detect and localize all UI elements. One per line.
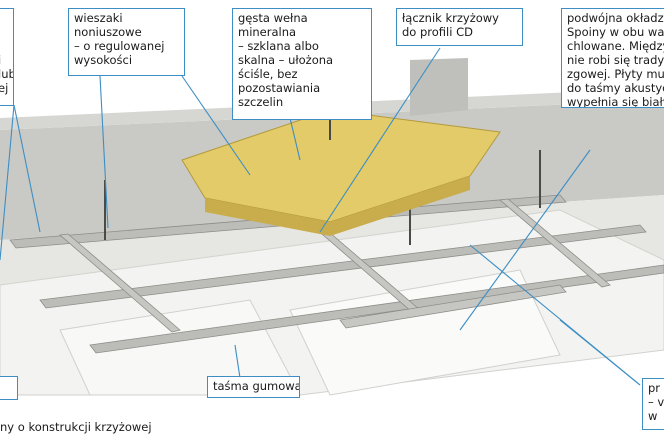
callout-line: pr xyxy=(648,381,661,395)
callout-rubber-tape: taśma gumowa xyxy=(207,376,300,398)
callout-line: zgowej. Płyty musz xyxy=(567,67,664,81)
callout-line: do profili CD xyxy=(402,25,473,39)
callout-line: wysokości xyxy=(74,53,133,67)
cross-profiles xyxy=(59,198,611,333)
callout-line: szczelin xyxy=(238,95,284,109)
callout-line: do taśmy akustycz xyxy=(567,81,664,95)
callout-line: – o regulowanej xyxy=(74,39,165,53)
callout-hangers: wieszaki noniuszowe – o regulowanej wyso… xyxy=(68,8,185,76)
callout-line: Spoiny w obu wars xyxy=(567,25,664,39)
figure-caption: ny o konstrukcji krzyżowej xyxy=(0,420,152,434)
leader-line xyxy=(459,149,591,331)
callout-line: łącznik krzyżowy xyxy=(402,11,499,25)
callout-line: – v xyxy=(648,395,664,409)
mineral-wool-side xyxy=(205,176,470,236)
callout-double-cladding: podwójna okładzin Spoiny w obu wars chlo… xyxy=(561,8,664,108)
callout-line: lub xyxy=(0,67,13,81)
callout-line: ściśle, bez xyxy=(238,67,298,81)
callout-left-partial: i lub ej xyxy=(0,8,14,106)
leader-line xyxy=(559,319,641,386)
callout-bottom-right: pr – v w xyxy=(642,378,664,430)
callout-mineral-wool: gęsta wełna mineralna – szklana albo ska… xyxy=(232,8,372,120)
cd-profile xyxy=(39,224,647,309)
callout-line: gęsta wełna xyxy=(238,11,308,25)
cross-profile xyxy=(339,284,567,329)
leader-line xyxy=(181,75,251,176)
callout-line: chlowane. Między p xyxy=(567,39,664,53)
leader-line xyxy=(234,344,241,379)
callout-line: w xyxy=(648,409,658,423)
leader-line xyxy=(0,104,15,261)
callout-line: ej xyxy=(0,81,9,95)
leader-line xyxy=(289,117,301,161)
leader-lines xyxy=(0,47,641,386)
callout-bottom-left-empty xyxy=(0,376,18,400)
callout-line: mineralna xyxy=(238,25,297,39)
cross-profile xyxy=(59,233,181,333)
callout-line: i xyxy=(0,53,8,67)
wall-pillar xyxy=(410,58,468,116)
callout-line: noniuszowe xyxy=(74,25,142,39)
cross-profile xyxy=(499,198,611,288)
callout-line: taśma gumowa xyxy=(213,379,300,393)
leader-line xyxy=(13,104,41,233)
callout-line: skalna – ułożona xyxy=(238,53,334,67)
leader-line xyxy=(319,47,441,233)
callout-line: wypełnia się białyn xyxy=(567,95,664,108)
callout-line: – szklana albo xyxy=(238,39,319,53)
callout-cross-connector: łącznik krzyżowy do profili CD xyxy=(396,8,523,46)
callout-line: nie robi się tradycy xyxy=(567,53,664,67)
callout-line: wieszaki xyxy=(74,11,123,25)
callout-line: pozostawiania xyxy=(238,81,321,95)
leader-line xyxy=(99,75,109,229)
callout-line: podwójna okładzin xyxy=(567,11,664,25)
